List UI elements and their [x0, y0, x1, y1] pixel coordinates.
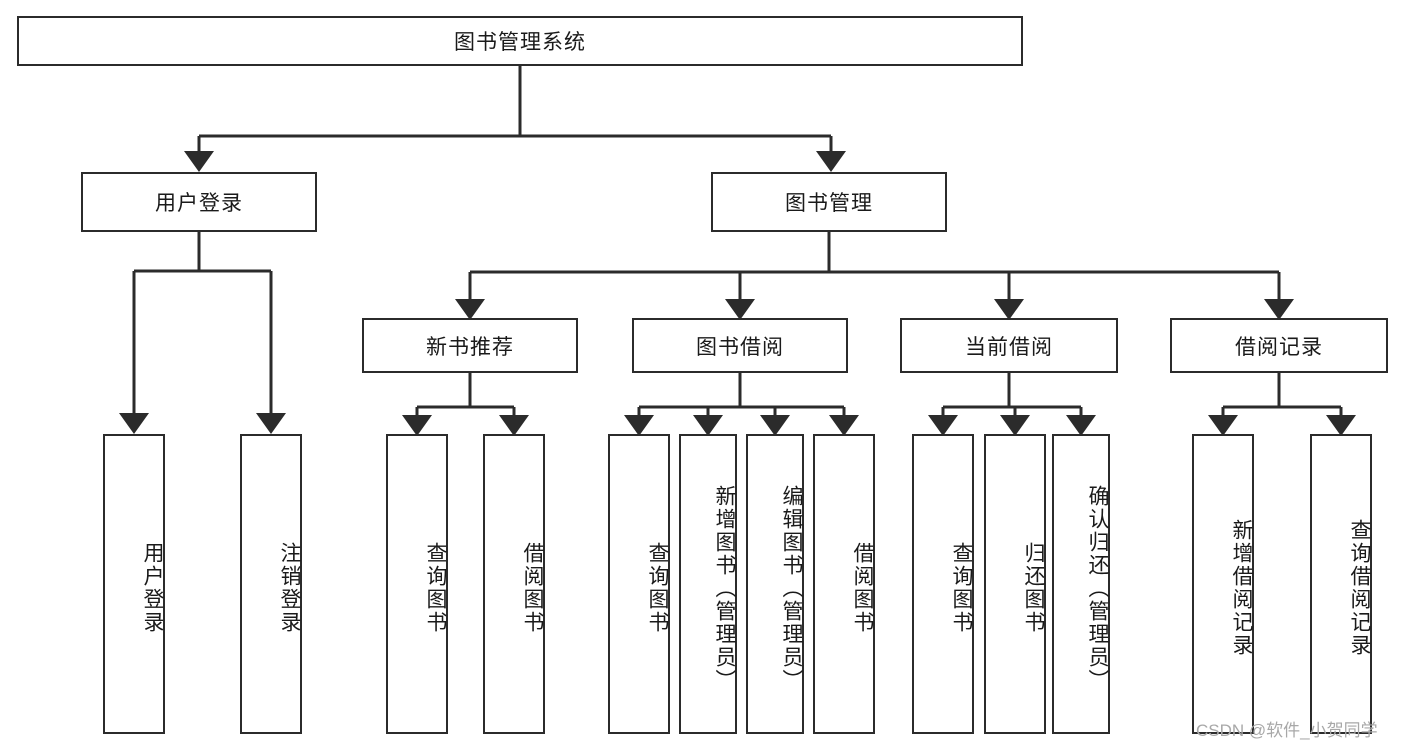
node-leaf-query-book-2[interactable]: 查询图书 [608, 434, 670, 734]
leaf-label: 借阅图书 [851, 542, 874, 634]
leaf-label: 确认归还（管理员） [1086, 484, 1109, 692]
leaf-label: 用户登录 [141, 542, 164, 634]
node-current-borrow[interactable]: 当前借阅 [900, 318, 1118, 373]
node-book-borrow[interactable]: 图书借阅 [632, 318, 848, 373]
node-leaf-user-login[interactable]: 用户登录 [103, 434, 165, 734]
leaf-label: 新增借阅记录 [1230, 519, 1253, 657]
node-leaf-query-book-1[interactable]: 查询图书 [386, 434, 448, 734]
node-leaf-borrow-book-2[interactable]: 借阅图书 [813, 434, 875, 734]
leaf-label: 查询图书 [424, 542, 447, 634]
leaf-label: 编辑图书（管理员） [780, 484, 803, 692]
node-leaf-edit-book[interactable]: 编辑图书（管理员） [746, 434, 804, 734]
leaf-label: 归还图书 [1022, 542, 1045, 634]
leaf-label: 查询图书 [646, 542, 669, 634]
node-leaf-logout-login[interactable]: 注销登录 [240, 434, 302, 734]
node-leaf-borrow-book-1[interactable]: 借阅图书 [483, 434, 545, 734]
node-borrow-record[interactable]: 借阅记录 [1170, 318, 1388, 373]
node-leaf-add-book[interactable]: 新增图书（管理员） [679, 434, 737, 734]
node-leaf-query-borrow-record[interactable]: 查询借阅记录 [1310, 434, 1372, 734]
leaf-label: 新增图书（管理员） [713, 484, 736, 692]
leaf-label: 查询借阅记录 [1348, 519, 1371, 657]
node-leaf-add-borrow-record[interactable]: 新增借阅记录 [1192, 434, 1254, 734]
node-leaf-query-book-3[interactable]: 查询图书 [912, 434, 974, 734]
node-leaf-return-book[interactable]: 归还图书 [984, 434, 1046, 734]
node-new-book-recommend[interactable]: 新书推荐 [362, 318, 578, 373]
node-leaf-confirm-return[interactable]: 确认归还（管理员） [1052, 434, 1110, 734]
leaf-label: 借阅图书 [521, 542, 544, 634]
leaf-label: 查询图书 [950, 542, 973, 634]
node-user-login[interactable]: 用户登录 [81, 172, 317, 232]
node-root[interactable]: 图书管理系统 [17, 16, 1023, 66]
node-book-manage[interactable]: 图书管理 [711, 172, 947, 232]
leaf-label: 注销登录 [278, 542, 301, 634]
